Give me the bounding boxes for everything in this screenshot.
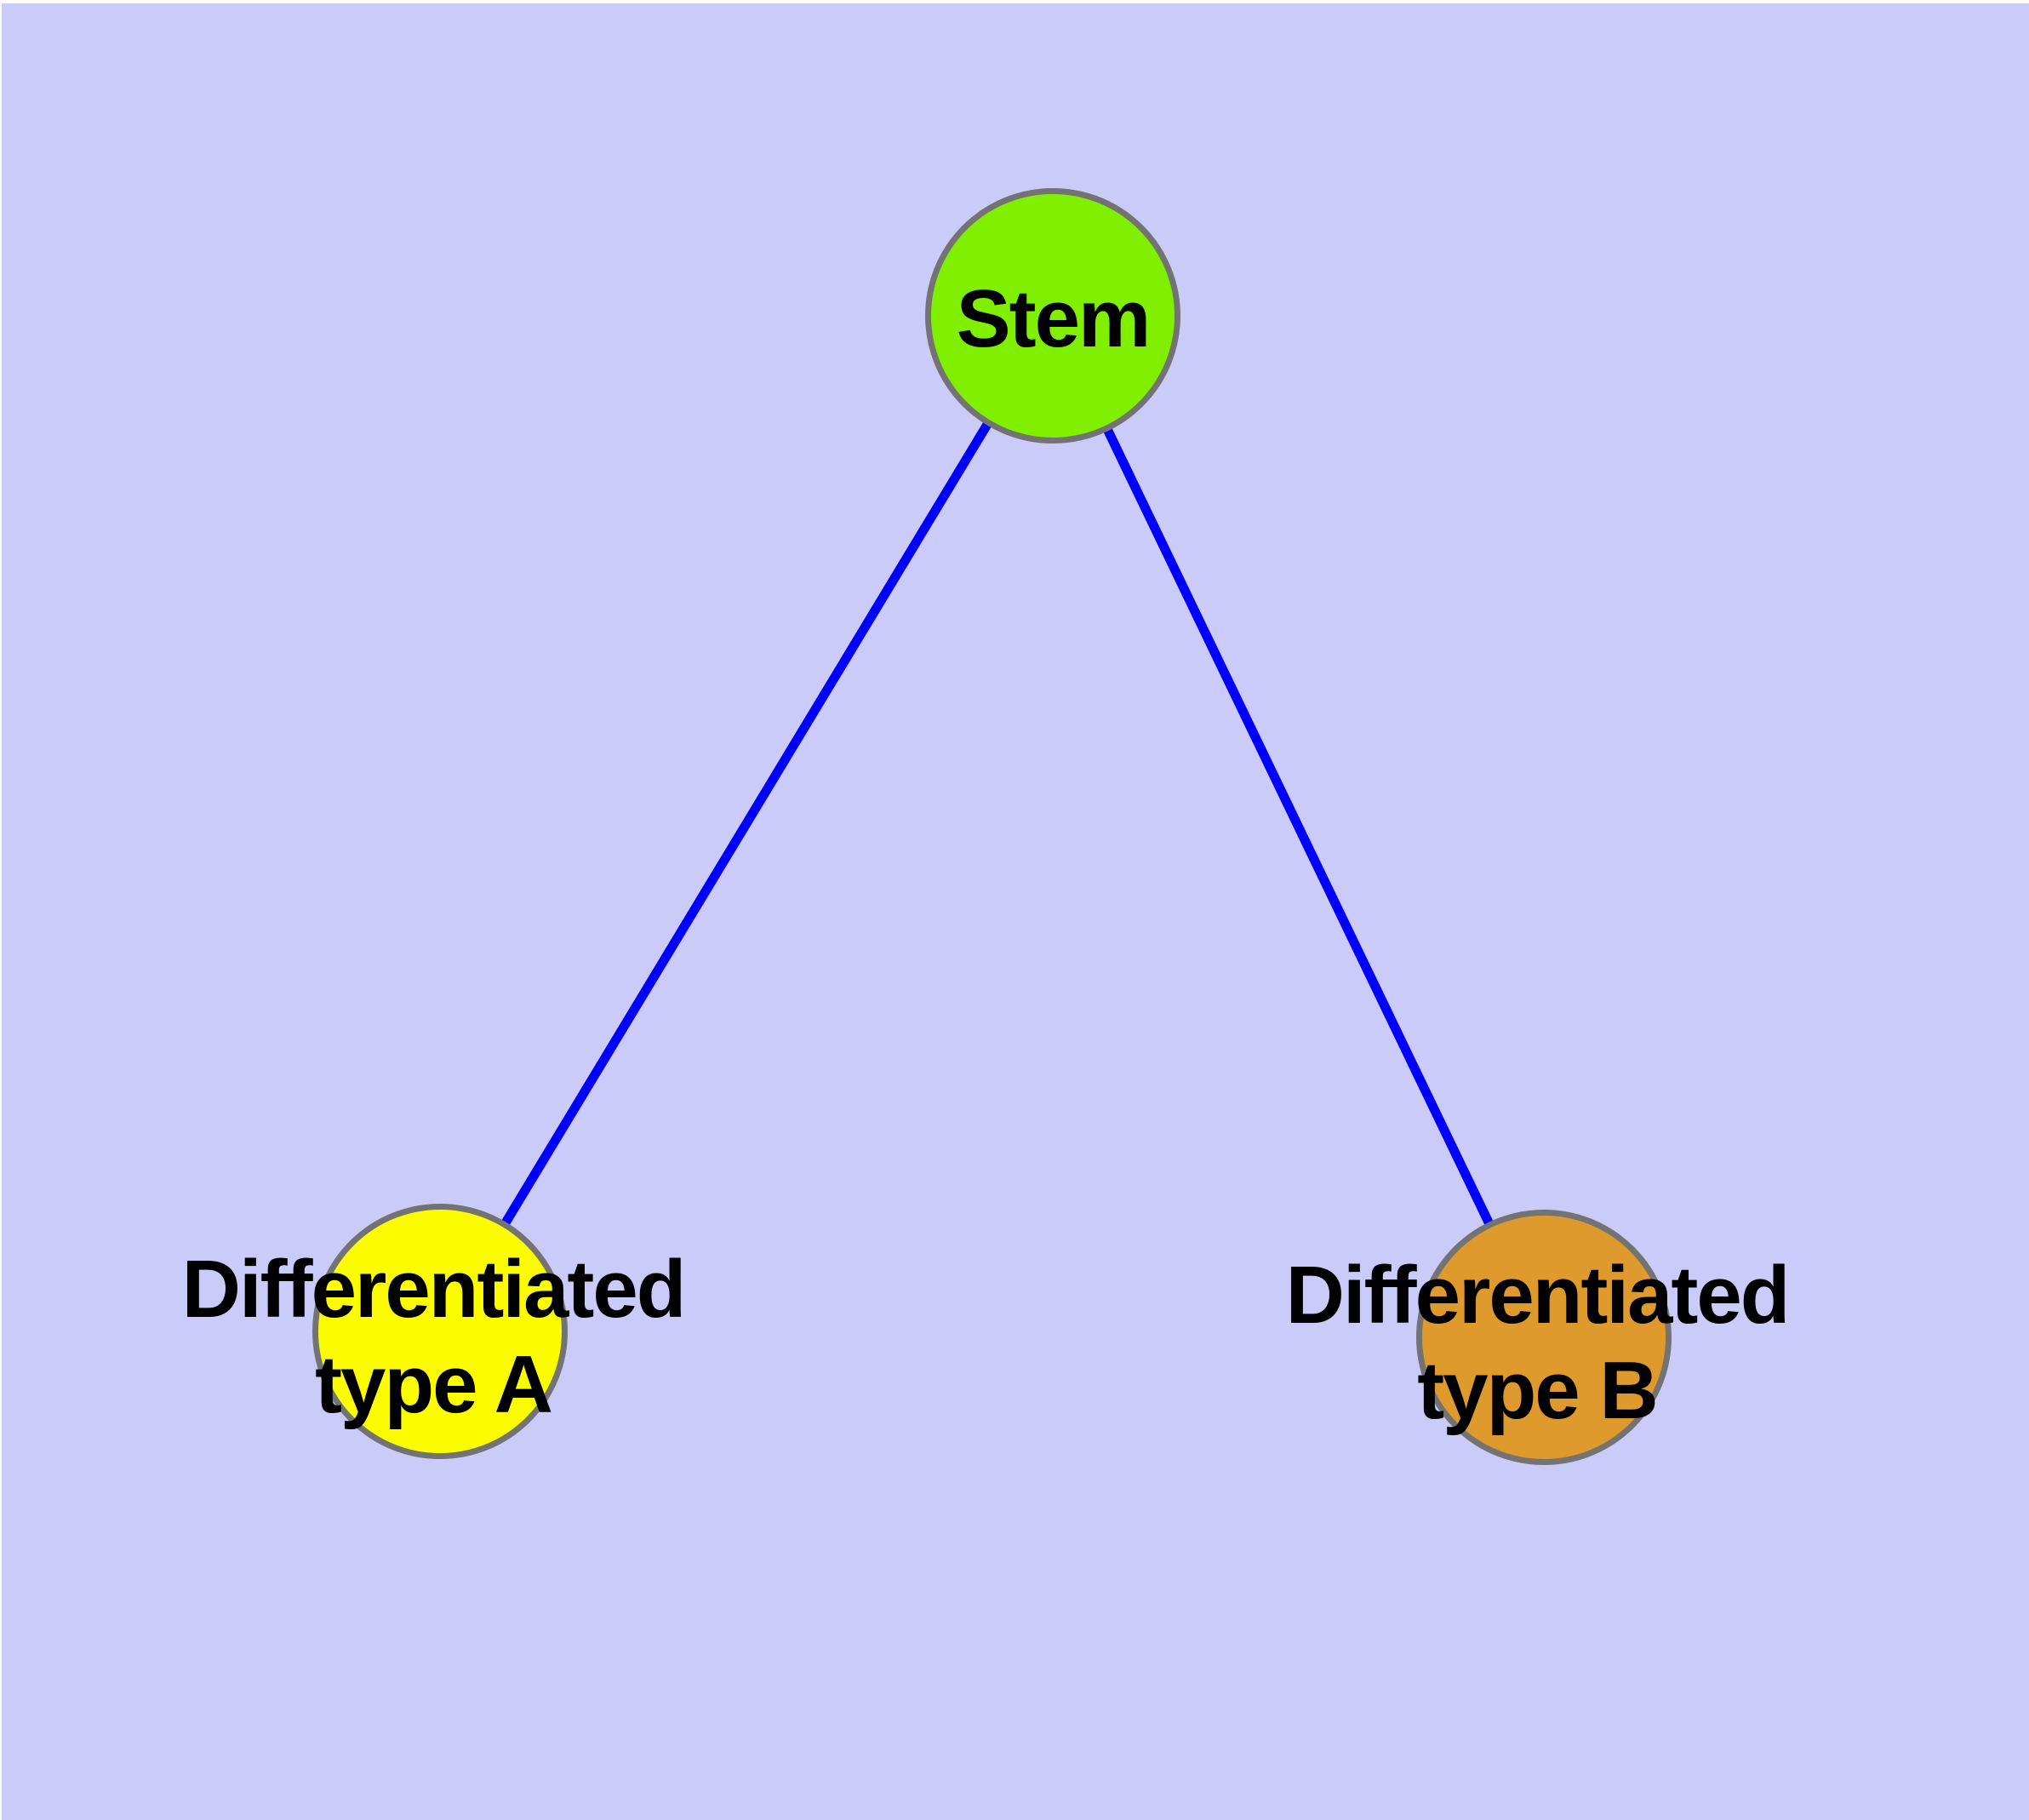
edge-stem-to-type-b (1049, 313, 1548, 1340)
node-type-b-label-line2: type B (1417, 1345, 1658, 1436)
node-type-a-label: Differentiated type A (181, 1242, 687, 1433)
edge-layer (436, 313, 1548, 1340)
node-type-a-label-line2: type A (315, 1339, 553, 1430)
node-differentiated-type-a[interactable] (312, 1204, 568, 1459)
node-type-a-label-line1: Differentiated (181, 1244, 687, 1335)
node-differentiated-type-b[interactable] (1416, 1210, 1672, 1465)
node-type-b-label: Differentiated type B (1285, 1248, 1791, 1439)
node-type-b-label-line1: Differentiated (1285, 1250, 1791, 1341)
node-stem[interactable] (925, 188, 1180, 444)
edge-stem-to-type-a (436, 313, 1057, 1334)
node-stem-label: Stem (956, 273, 1152, 364)
diagram-canvas: Stem Differentiated type A Differentiate… (2, 3, 2029, 1820)
